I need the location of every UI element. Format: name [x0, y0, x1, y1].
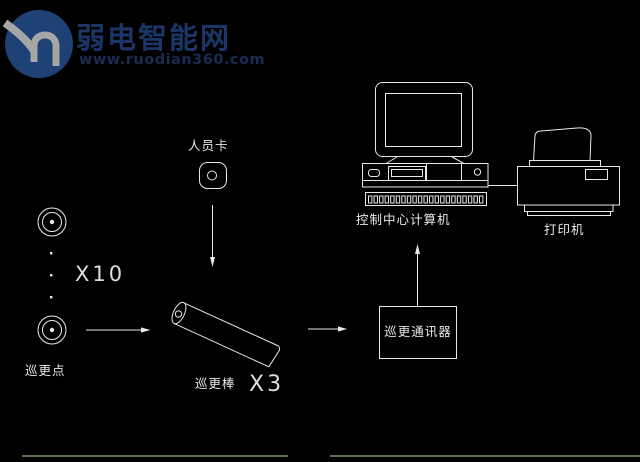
- system-unit-icon: [362, 163, 489, 188]
- printer-paper: [533, 127, 592, 162]
- personnel-card-icon: [199, 162, 227, 189]
- patrol-point-icon-top: [37, 207, 67, 237]
- patrol-point-label: 巡更点: [25, 363, 66, 378]
- control-computer-label: 控制中心计算机: [356, 212, 451, 227]
- arrow-right-icon-point-to-wand: [86, 327, 151, 333]
- bottom-rule-left: [22, 455, 288, 457]
- keyboard-icon: [365, 192, 487, 206]
- patrol-wand-multiplier: X3: [249, 372, 285, 397]
- monitor-icon: [375, 82, 473, 164]
- keyboard-keys: [368, 195, 484, 204]
- computer-icon: [362, 82, 489, 206]
- printer-label: 打印机: [544, 222, 585, 237]
- patrol-point-icon-bottom: [37, 315, 67, 345]
- site-logo-icon: [2, 10, 73, 78]
- bottom-rule-right: [330, 455, 640, 457]
- patrol-wand-icon: [171, 301, 281, 368]
- communicator-box: 巡更通讯器: [379, 306, 457, 359]
- communicator-label: 巡更通讯器: [384, 324, 452, 340]
- arrow-right-icon-wand-to-communicator: [308, 326, 347, 332]
- patrol-point-multiplier: X10: [75, 262, 126, 286]
- ellipsis-dots-icon: [50, 252, 53, 299]
- arrow-up-icon-communicator-to-computer: [415, 244, 420, 306]
- personnel-card-label: 人员卡: [188, 138, 229, 153]
- watermark-site-url: www.ruodian360.com: [79, 52, 266, 68]
- logo-swoosh: [2, 19, 60, 66]
- watermark-site-name: 弱电智能网: [76, 21, 232, 55]
- arrow-down-icon-card-to-wand: [210, 205, 215, 267]
- patrol-wand-label: 巡更棒: [195, 376, 236, 391]
- printer-icon: [517, 127, 620, 216]
